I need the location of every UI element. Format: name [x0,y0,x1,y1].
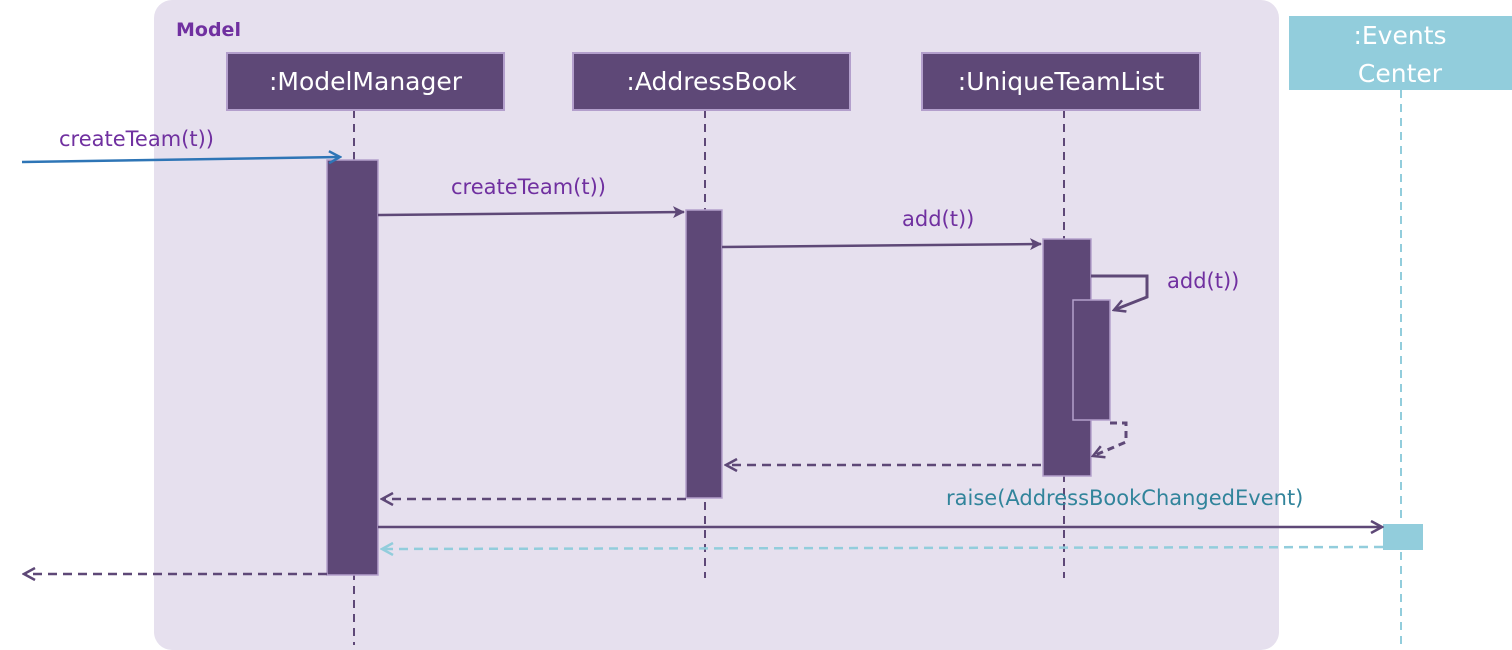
message-arrow-self-add [1091,274,1149,310]
participant-events-center-label-line2: Center [1358,59,1443,88]
message-label-create-team-external: createTeam(t)) [59,127,214,151]
participant-address-book-label: :AddressBook [626,67,797,96]
participant-events-center-label-line1: :Events [1353,21,1446,50]
activation-address-book [685,209,723,499]
activation-model-manager [326,159,379,576]
return-arrow-self-add [1093,421,1128,456]
message-arrow-add [721,238,1042,251]
participant-model-manager-label: :ModelManager [269,67,463,96]
message-arrow-create-team [377,206,685,219]
message-label-self-add: add(t)) [1167,269,1239,293]
participant-unique-team-list: :UniqueTeamList [921,52,1201,111]
message-label-add: add(t)) [902,207,974,231]
participant-events-center: :Events Center [1289,16,1512,90]
return-arrow-from-events-center [382,547,1384,549]
participant-address-book: :AddressBook [572,52,851,111]
message-label-raise: raise(AddressBookChangedEvent) [946,486,1303,510]
message-arrow-create-team-external [21,157,340,162]
activation-unique-team-list-nested [1072,299,1111,421]
message-label-create-team: createTeam(t)) [451,175,606,199]
participant-model-manager: :ModelManager [226,52,505,111]
participant-unique-team-list-label: :UniqueTeamList [958,67,1165,96]
activation-events-center [1383,524,1423,550]
model-frame-label: Model [176,19,241,41]
